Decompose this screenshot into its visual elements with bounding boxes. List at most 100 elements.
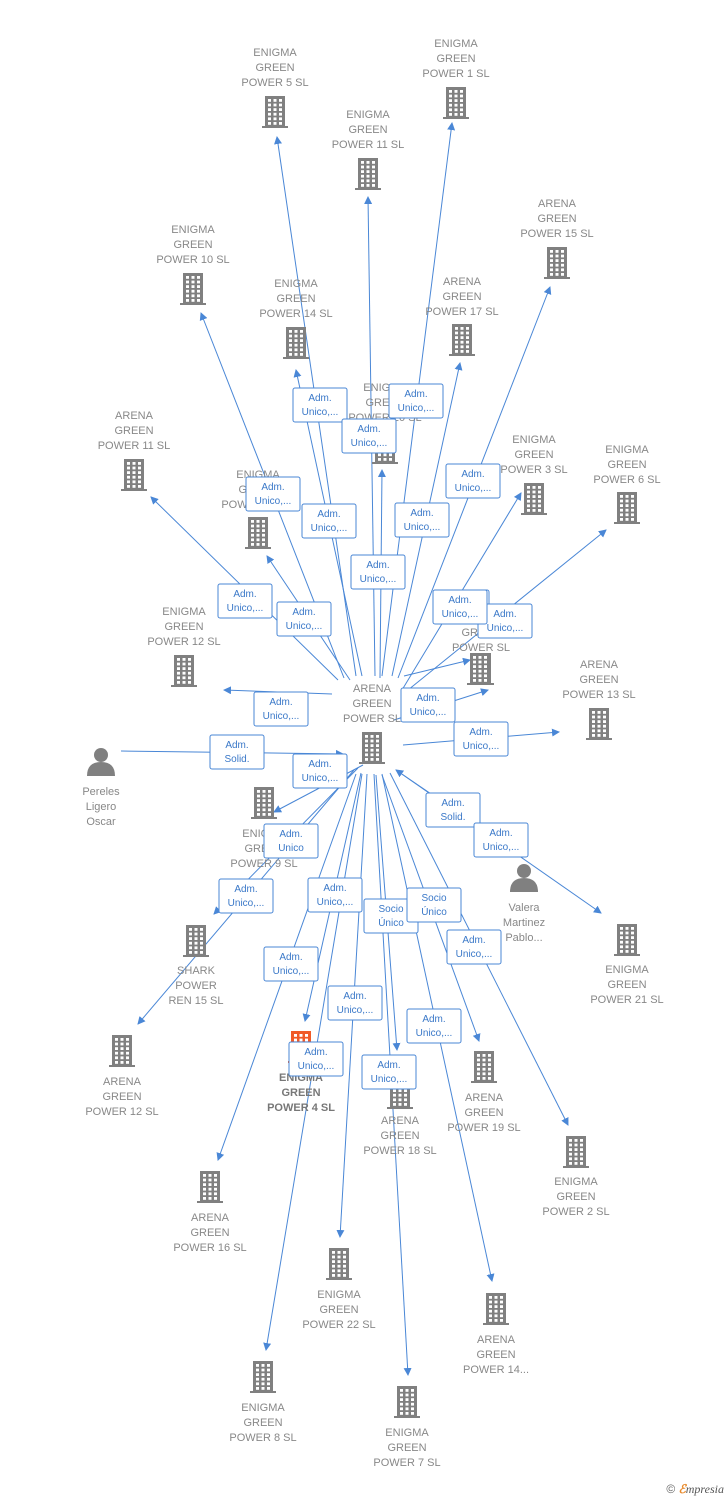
edge-label-center-sp15[interactable]: Adm. Unico — [263, 823, 319, 859]
edge-label-center-eg12b[interactable]: Adm.Unico,... — [276, 601, 332, 637]
node-label-line: ENIGMA — [605, 444, 649, 456]
node-label-line: ARENA — [381, 1115, 420, 1127]
node-label-line: GREEN — [352, 698, 391, 710]
edge-label-text: Adm. — [308, 759, 331, 770]
node-label-line: GREEN — [442, 291, 481, 303]
edge-label-center-ag17[interactable]: Adm.Unico,... — [394, 502, 450, 538]
building-icon — [359, 732, 385, 764]
building-icon — [180, 273, 206, 305]
node-label-line: POWER 22 SL — [302, 1319, 375, 1331]
brand-logo-initial: ℰ — [678, 1482, 686, 1496]
edge-label-center-eg12[interactable]: Adm.Unico,... — [253, 691, 309, 727]
brand-footer[interactable]: © ℰmpresia — [666, 1482, 724, 1497]
edge-label-text: Adm. — [279, 829, 302, 840]
node-eg23[interactable] — [467, 653, 493, 685]
edge-label-text: Adm. — [261, 482, 284, 493]
edge-label-box — [394, 502, 450, 538]
edge-label-text: Unico — [278, 843, 304, 854]
edge-label-center-eg1[interactable]: Adm.Unico,... — [388, 383, 444, 419]
edge-label-text: Unico,... — [228, 898, 265, 909]
building-icon — [245, 517, 271, 549]
node-label-line: POWER 2 SL — [542, 1206, 609, 1218]
edge-label-text: Adm. — [317, 509, 340, 520]
edge-label-center-ag14[interactable]: Adm.Unico,... — [406, 1008, 462, 1044]
building-icon — [483, 1293, 509, 1325]
edge-label-center-eg11[interactable]: Adm.Unico,... — [341, 418, 397, 454]
node-label-line: GREEN — [607, 459, 646, 471]
edge-label-center-eg20[interactable]: Adm.Unico,... — [350, 554, 406, 590]
node-p2[interactable]: ValeraMartinezPablo... — [503, 864, 545, 944]
edge-label-center-eg9[interactable]: Adm.Unico,... — [292, 753, 348, 789]
edge-label-text: Adm. — [448, 595, 471, 606]
node-label-line: POWER 9 SL — [230, 858, 297, 870]
edge-label-center-eg4[interactable]: Adm.Unico,... — [307, 877, 363, 913]
edge-label-center-ag16[interactable]: Adm.Unico,... — [263, 946, 319, 982]
edge-label-center-eg14[interactable]: Adm.Unico,... — [301, 503, 357, 539]
edge-label-center-eg2[interactable]: Adm.Unico,... — [446, 929, 502, 965]
building-icon — [471, 1051, 497, 1083]
edge-label-center-eg22[interactable]: Adm.Unico,... — [327, 985, 383, 1021]
edge-label-center-eg23[interactable]: Adm.Unico,... — [432, 589, 488, 625]
node-label-line: GREEN — [281, 1087, 320, 1099]
node-label-line: ARENA — [538, 198, 577, 210]
node-label-line: POWER 17 SL — [425, 306, 498, 318]
edge-label-center-eg8[interactable]: Adm.Unico,... — [288, 1041, 344, 1077]
node-label-line: POWER — [175, 980, 217, 992]
edge-label-text: Adm. — [469, 727, 492, 738]
edge-label-p2-center[interactable]: Adm.Solid. — [425, 792, 481, 828]
edge-label-center-eg10[interactable]: Adm.Unico,... — [245, 476, 301, 512]
edge-label-center-egm[interactable]: Adm.Unico,... — [400, 687, 456, 723]
building-icon — [449, 324, 475, 356]
node-label-line: ENIGMA — [605, 964, 649, 976]
building-icon — [563, 1136, 589, 1168]
edge-label-center-ag13[interactable]: Adm.Unico,... — [453, 721, 509, 757]
edge-label-text: Solid. — [224, 754, 249, 765]
edge-label-center-ag11[interactable]: Adm.Unico,... — [217, 583, 273, 619]
node-label-line: ENIGMA — [512, 434, 556, 446]
edge-label-text: Adm. — [357, 424, 380, 435]
edge-label-center-eg21[interactable]: Adm.Unico,... — [473, 822, 529, 858]
node-label-line: POWER 10 SL — [156, 254, 229, 266]
edge-label-center-eg5[interactable]: Adm.Unico,... — [292, 387, 348, 423]
edge-label-center-eg7[interactable]: Adm.Unico,... — [361, 1054, 417, 1090]
node-label-line: Martinez — [503, 917, 545, 929]
edge-label-text: Único — [421, 905, 447, 918]
edge-label-center-ag12[interactable]: Adm.Unico,... — [218, 878, 274, 914]
edge-label-center-ag15[interactable]: Adm.Unico,... — [445, 463, 501, 499]
node-label-line: GREEN — [348, 124, 387, 136]
node-label-line: POWER 3 SL — [500, 464, 567, 476]
edge-label-p1-center[interactable]: Adm.Solid. — [209, 734, 265, 770]
edge-label-text: Adm. — [292, 607, 315, 618]
node-label-line: POWER 11 SL — [98, 440, 171, 452]
node-label-line: POWER 12 SL — [85, 1106, 158, 1118]
building-icon — [614, 924, 640, 956]
edge-label-text: Unico,... — [263, 711, 300, 722]
